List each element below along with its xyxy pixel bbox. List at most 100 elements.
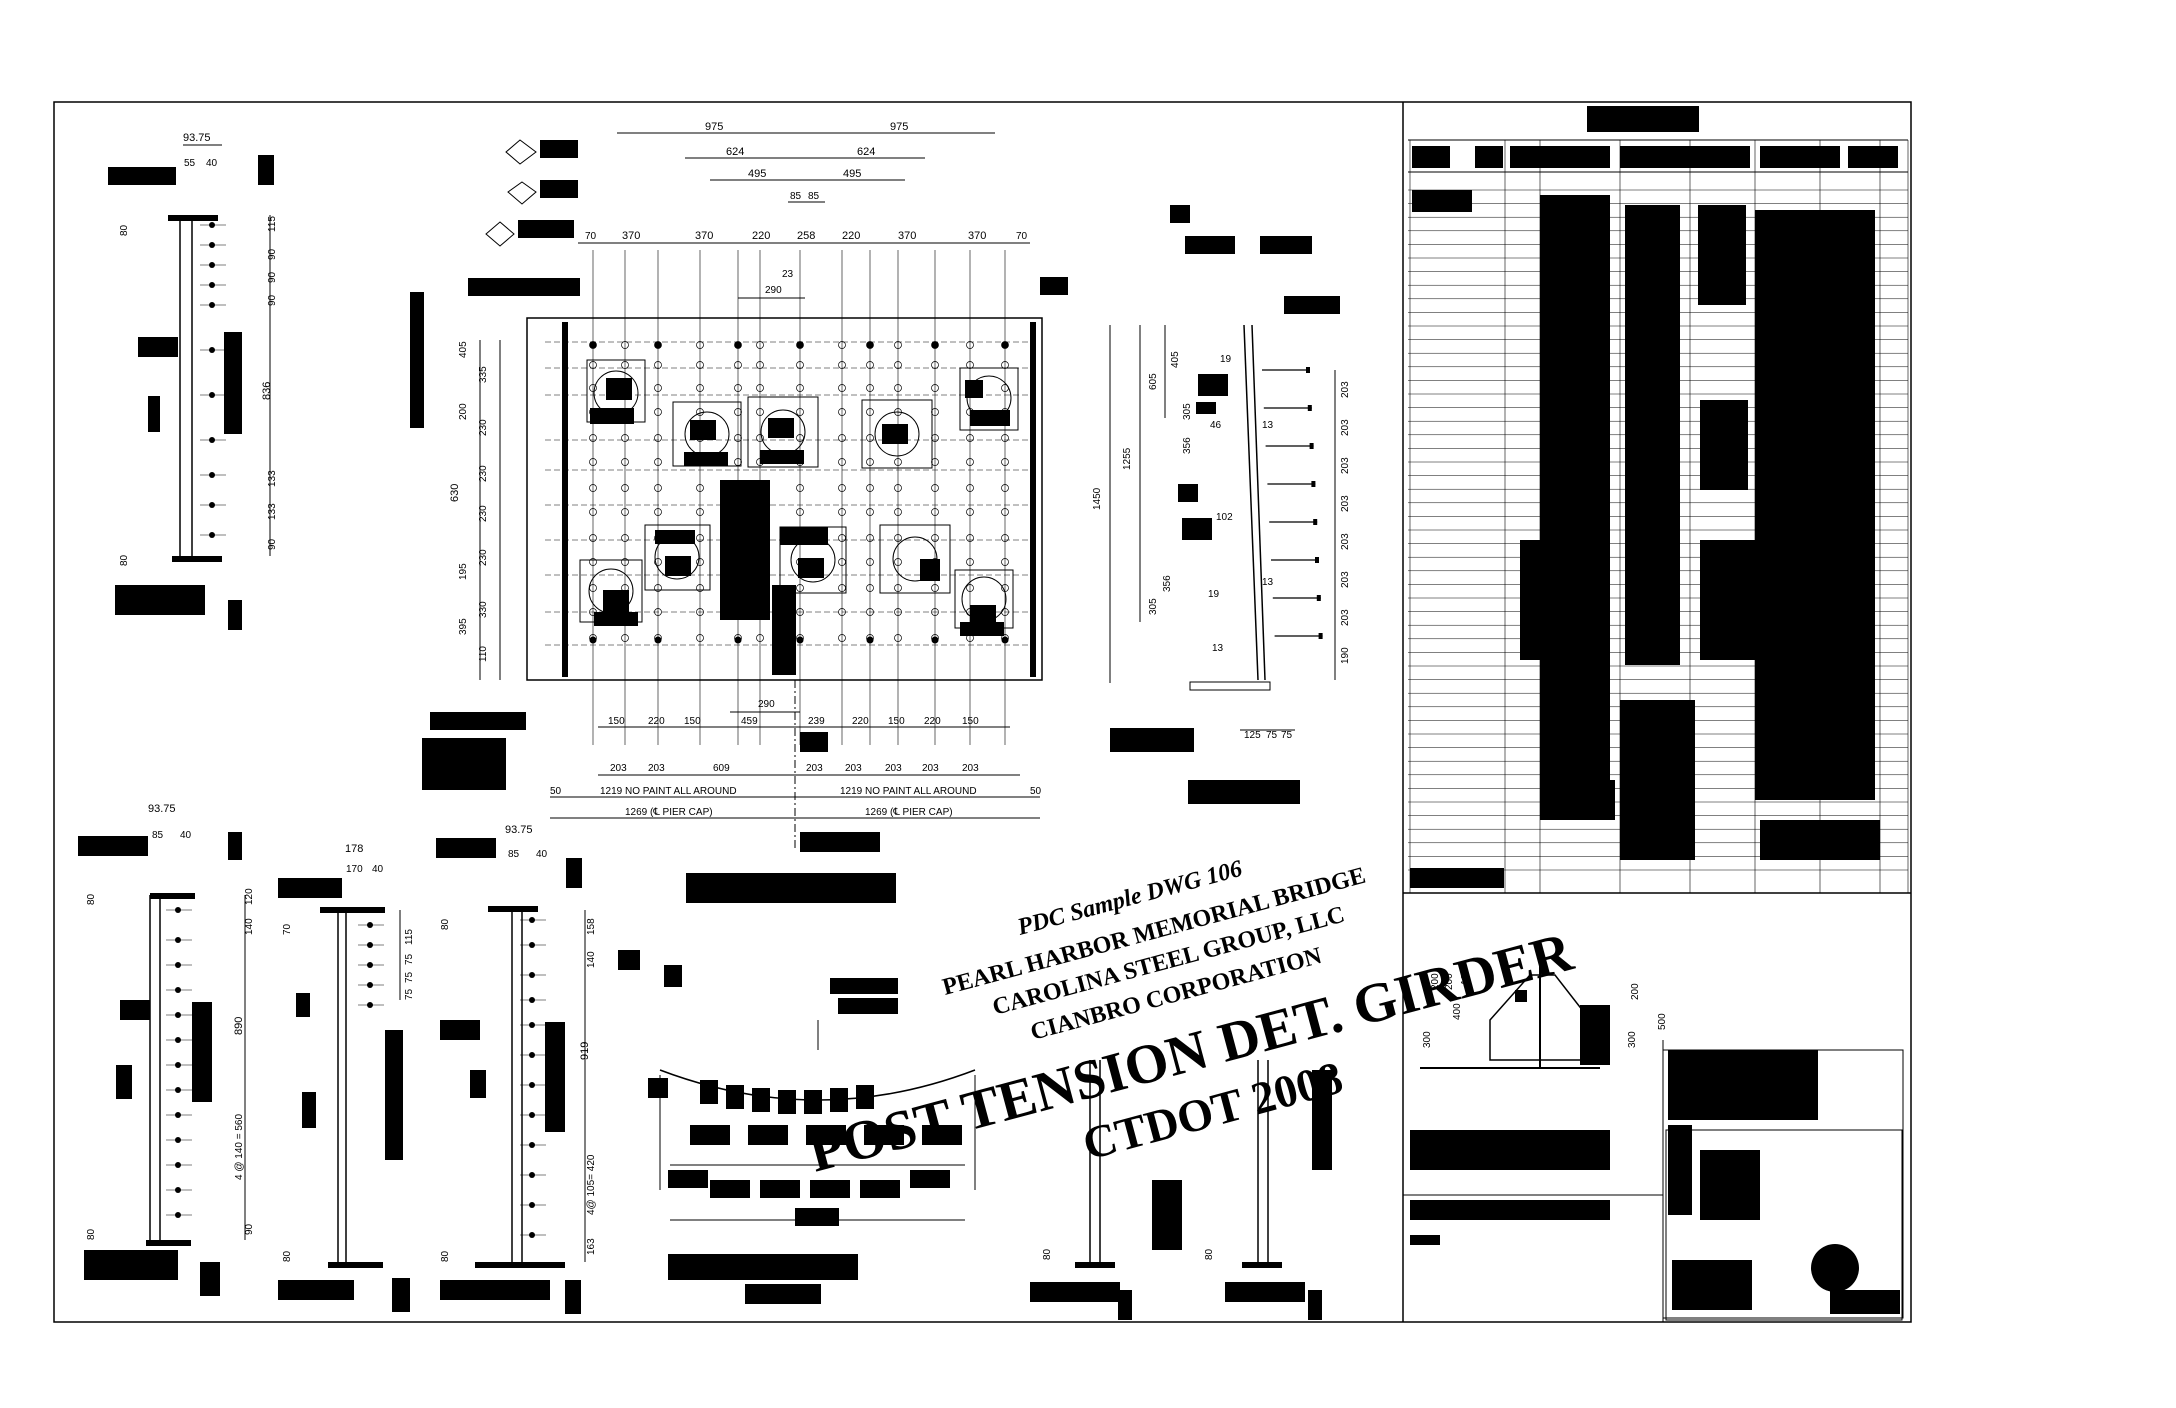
bolt-hole [866,558,874,566]
svg-text:163: 163 [586,1238,597,1255]
bolt-hole [696,634,704,642]
svg-text:370: 370 [695,230,713,242]
bolt-hole [894,558,902,566]
svg-text:110: 110 [478,646,489,662]
bolt-hole [696,584,704,592]
svg-text:203: 203 [1340,381,1351,398]
bolt-hole [696,608,704,616]
plan-view: 975 975 624 624 495 495 85 85 70 370 370… [410,121,1312,903]
bolt-hole [589,361,597,369]
svg-text:40: 40 [372,864,384,875]
svg-text:220: 220 [842,230,860,242]
svg-text:90: 90 [267,271,278,283]
bolt-hole [696,341,704,349]
svg-text:80: 80 [440,1250,451,1262]
svg-text:290: 290 [758,699,775,710]
bolt-hole [756,341,764,349]
svg-text:50: 50 [550,786,562,797]
bolt-hole [621,458,629,466]
svg-text:459: 459 [741,716,758,727]
bolt-hole [838,408,846,416]
svg-text:19: 19 [1208,589,1220,600]
svg-text:203: 203 [962,763,979,774]
bolt-hole [966,341,974,349]
detail-b: 93.75 85 40 120 140 890 4 @ 140 = 560 90… [78,803,255,1296]
svg-text:305: 305 [1182,403,1193,420]
svg-text:80: 80 [282,1250,293,1262]
bolt-hole [654,408,662,416]
no-paint-note-right: 1219 NO PAINT ALL AROUND [840,786,977,797]
bolt-hole [966,458,974,466]
svg-text:836: 836 [261,382,273,400]
svg-text:495: 495 [843,168,861,180]
svg-text:90: 90 [267,538,278,550]
svg-text:80: 80 [119,224,130,236]
redaction-block [1760,146,1840,168]
svg-text:46: 46 [1210,420,1222,431]
svg-text:356: 356 [1182,437,1193,454]
bolt-hole [966,534,974,542]
bolt-hole [756,408,764,416]
svg-text:75: 75 [404,971,415,983]
bolt-hole [621,434,629,442]
redaction-block [1848,146,1898,168]
svg-text:40: 40 [206,158,218,169]
svg-text:102: 102 [1216,512,1233,523]
svg-text:203: 203 [885,763,902,774]
bolt-hole [756,384,764,392]
svg-text:13: 13 [1262,420,1274,431]
bolt-hole [756,361,764,369]
bolt-hole [894,584,902,592]
svg-text:605: 605 [1148,373,1159,390]
svg-text:305: 305 [1148,598,1159,615]
bolt-hole [866,384,874,392]
bolt-hole [696,534,704,542]
bolt-hole [894,534,902,542]
title-block-table [1403,106,1911,1322]
detail-c: 178 170 40 115 75 75 75 70 80 [278,843,415,1312]
bolt-hole [894,508,902,516]
bolt-hole [866,408,874,416]
svg-text:203: 203 [1340,609,1351,626]
bolt-hole [756,434,764,442]
redaction-block [1620,700,1695,860]
svg-text:203: 203 [806,763,823,774]
svg-text:400: 400 [1452,1003,1463,1020]
pier-cap-left: 1269 (℄ PIER CAP) [625,807,713,818]
redaction-block [1625,205,1680,665]
svg-text:335: 335 [478,366,489,383]
redaction-block [1412,190,1472,212]
detail-c-top-dim: 178 [345,843,363,855]
bolt-hole [966,508,974,516]
bolt-hole [966,434,974,442]
detail-a: 93.75 55 40 115 90 90 90 836 133 133 90 … [108,132,278,630]
bolt-hole [796,408,804,416]
bolt-hole [838,634,846,642]
svg-text:4 @ 140 = 560: 4 @ 140 = 560 [234,1114,245,1180]
bolt-hole [838,484,846,492]
svg-text:190: 190 [1340,647,1351,664]
redaction-block [1755,210,1875,800]
svg-text:55: 55 [184,158,196,169]
svg-text:239: 239 [808,716,825,727]
bolt-hole [1001,508,1009,516]
svg-text:203: 203 [1340,419,1351,436]
svg-text:203: 203 [1340,533,1351,550]
svg-text:133: 133 [267,503,278,520]
svg-text:80: 80 [86,893,97,905]
pier-cap-right: 1269 (℄ PIER CAP) [865,807,953,818]
svg-text:330: 330 [478,601,489,618]
bolt-hole [894,458,902,466]
svg-text:624: 624 [726,146,744,158]
svg-text:230: 230 [478,465,489,482]
svg-text:290: 290 [765,285,782,296]
detail-b-top-dim: 93.75 [148,803,176,815]
bolt-hole [931,361,939,369]
bolt-hole [696,361,704,369]
svg-text:19: 19 [1220,354,1232,365]
svg-text:75: 75 [404,953,415,965]
svg-text:1255: 1255 [1122,447,1133,470]
svg-text:975: 975 [705,121,723,133]
bolt-hole [696,384,704,392]
